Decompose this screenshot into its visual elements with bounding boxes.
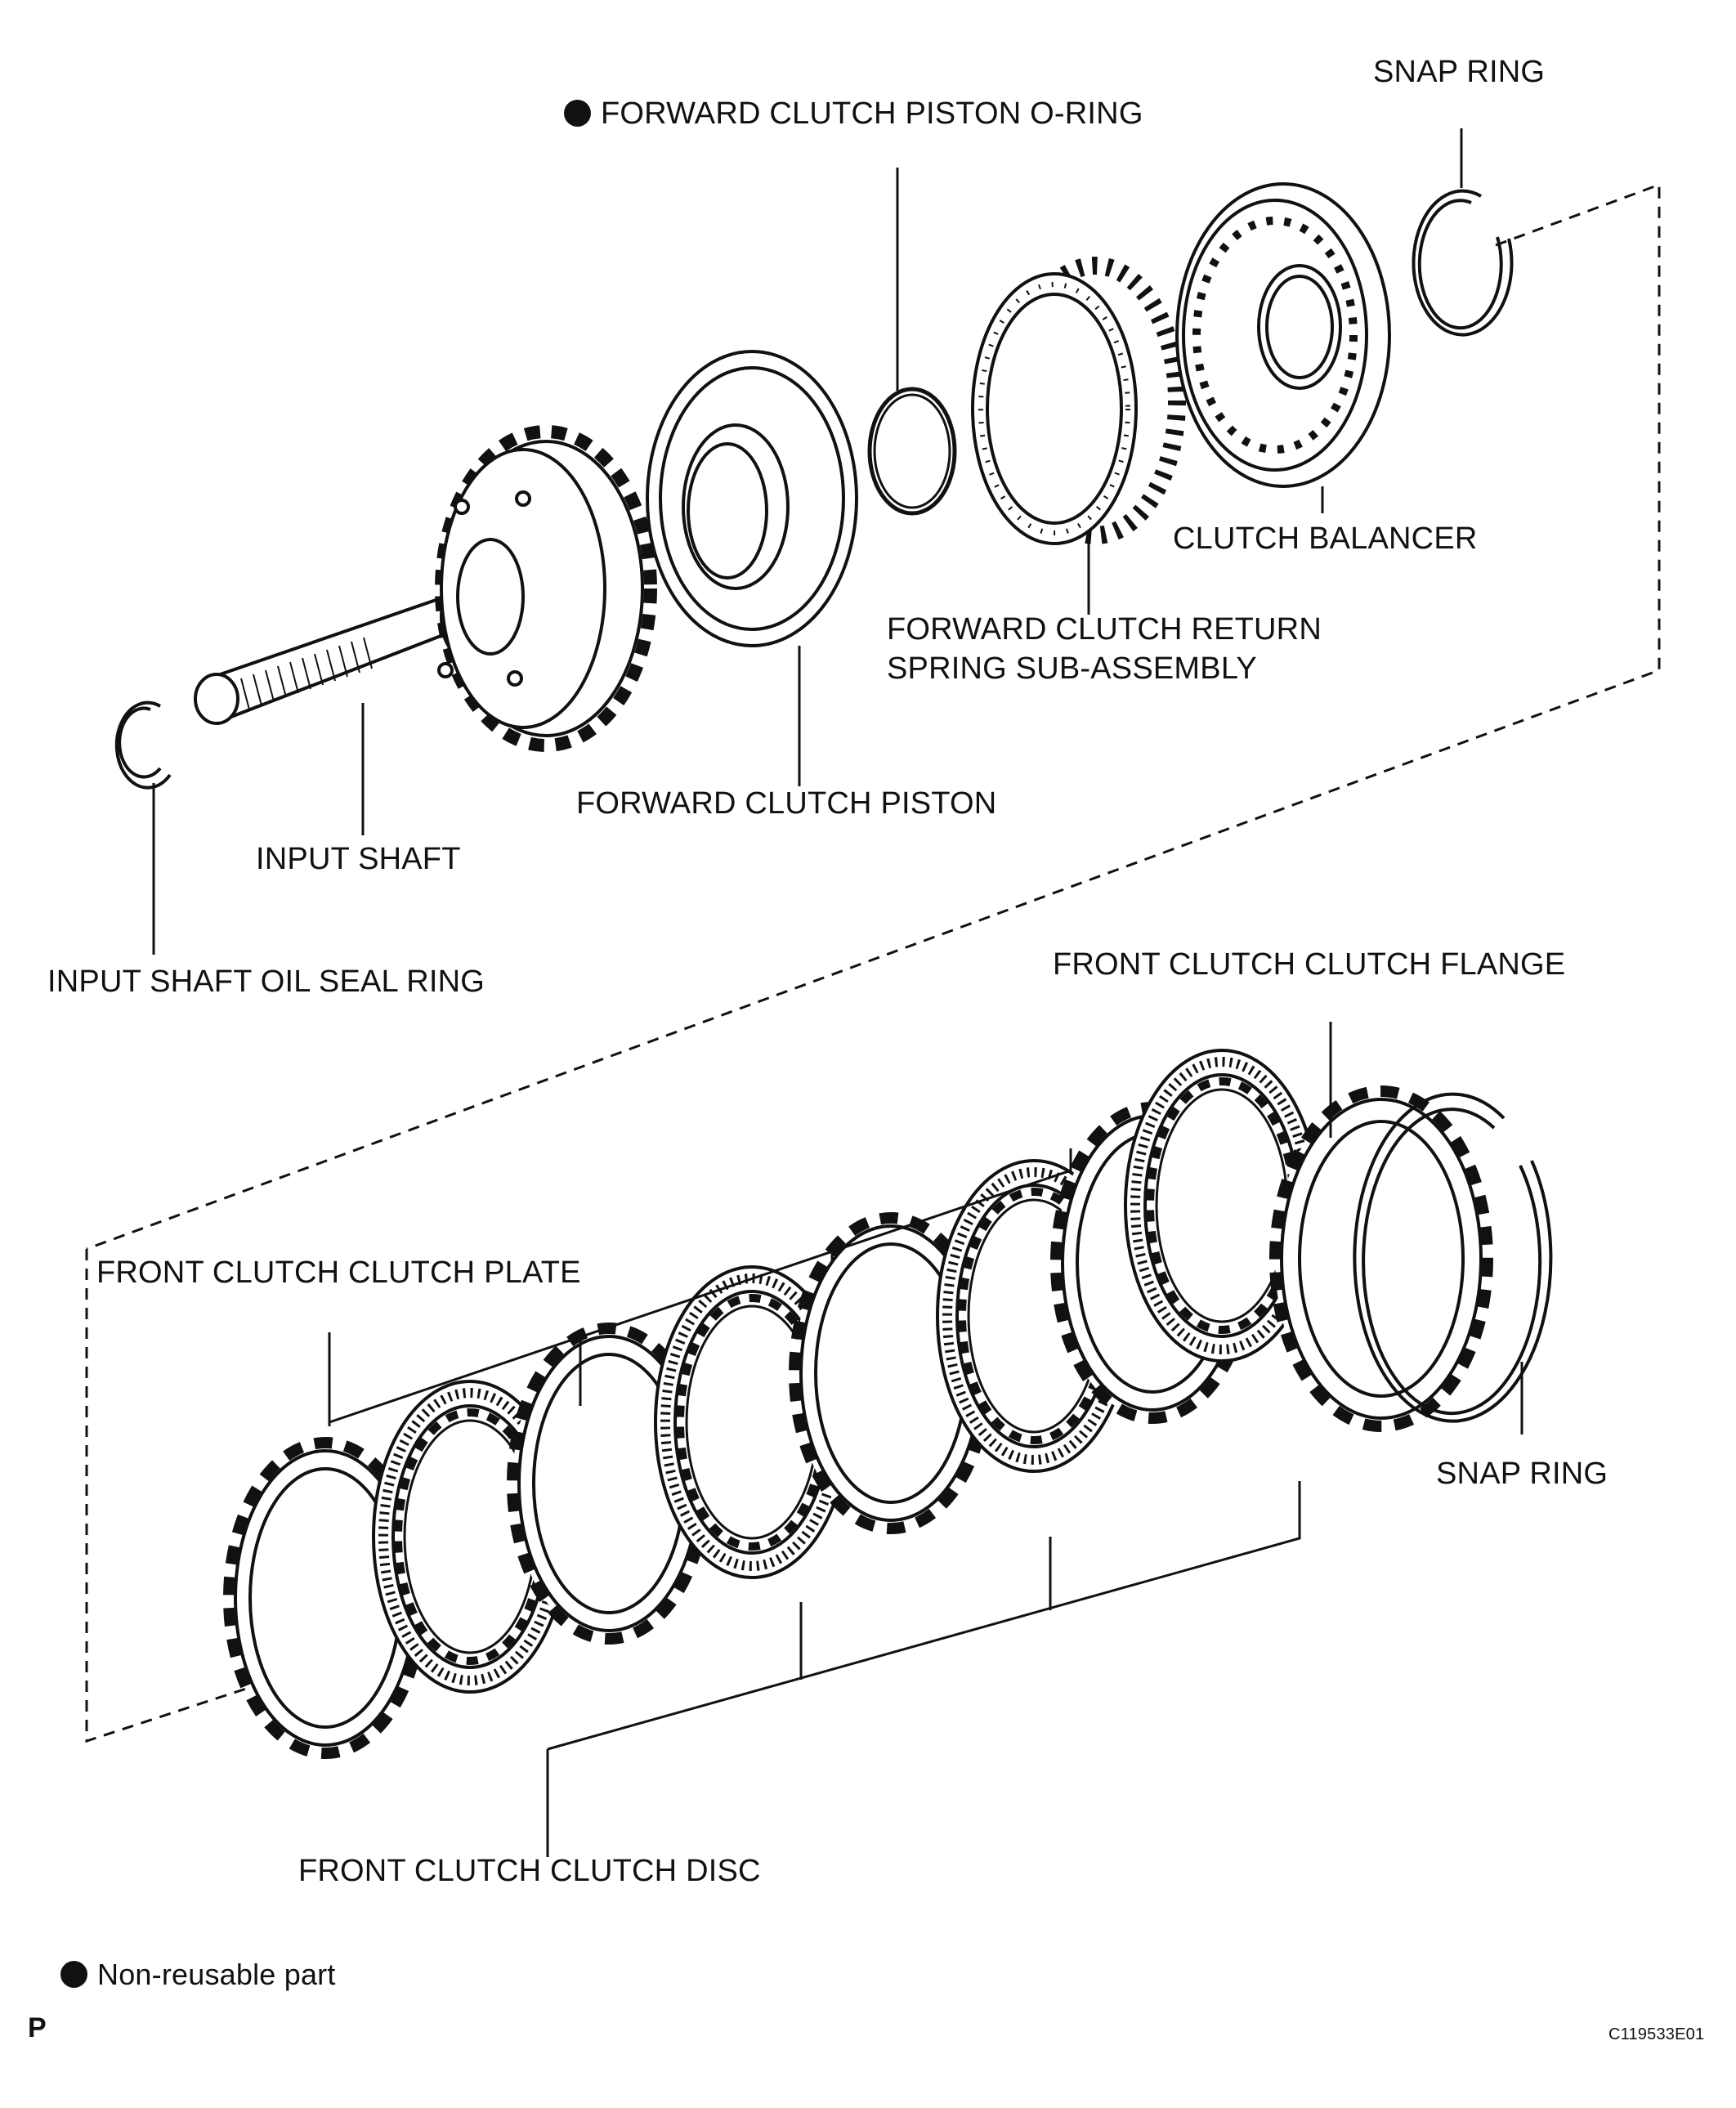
label-forward-clutch-piston-o-ring-text: FORWARD CLUTCH PISTON O-RING [601,96,1143,131]
snap-ring-bottom [1353,1092,1553,1423]
clutch-balancer [1175,182,1391,488]
legend: Non-reusable part [60,1956,336,1994]
label-front-clutch-clutch-flange: FRONT CLUTCH CLUTCH FLANGE [1053,947,1566,982]
label-snap-ring-bottom: SNAP RING [1436,1457,1608,1491]
forward-clutch-return-spring-sub-assembly [971,257,1186,545]
non-reusable-marker-icon [564,100,591,127]
label-forward-clutch-piston: FORWARD CLUTCH PISTON [576,786,997,821]
figure-code: C119533E01 [1608,2025,1705,2043]
forward-clutch-piston-o-ring [867,387,957,516]
input-shaft-oil-seal-ring [114,700,172,790]
leader-lines [152,128,1523,1857]
label-input-shaft-oil-seal-ring: INPUT SHAFT OIL SEAL RING [47,964,485,999]
legend-marker-icon [60,1961,87,1988]
snap-ring-top [1412,189,1514,337]
label-clutch-balancer: CLUTCH BALANCER [1173,521,1478,556]
label-input-shaft: INPUT SHAFT [256,842,461,876]
label-front-clutch-clutch-plate: FRONT CLUTCH CLUTCH PLATE [96,1255,581,1290]
corner-mark: P [28,2012,47,2043]
label-snap-ring-top: SNAP RING [1373,55,1546,89]
legend-text: Non-reusable part [97,1958,336,1991]
lower-dashed-outline [85,1249,299,1743]
front-clutch-clutch-flange [1269,1085,1493,1432]
label-front-clutch-clutch-disc: FRONT CLUTCH CLUTCH DISC [298,1854,761,1888]
label-forward-clutch-piston-o-ring: FORWARD CLUTCH PISTON O-RING [564,95,1143,132]
label-forward-clutch-return-spring-line2: SPRING SUB-ASSEMBLY [887,651,1257,686]
forward-clutch-piston [646,350,858,647]
input-shaft-drum [435,425,657,752]
label-forward-clutch-return-spring-line1: FORWARD CLUTCH RETURN [887,612,1322,647]
upper-dashed-outline [86,182,1661,1251]
